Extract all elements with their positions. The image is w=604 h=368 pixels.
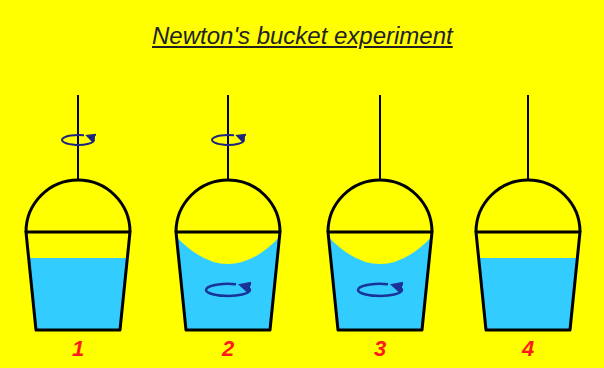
bucket-spinning — [176, 95, 280, 330]
step-number: 1 — [72, 336, 84, 362]
step-number: 2 — [222, 336, 234, 362]
diagram-title: Newton's bucket experiment — [152, 22, 453, 50]
step-number: 4 — [522, 336, 534, 362]
bucket-stopped — [328, 95, 432, 330]
bucket-rest — [476, 95, 580, 330]
step-number: 3 — [374, 336, 386, 362]
bucket-still — [26, 95, 130, 330]
